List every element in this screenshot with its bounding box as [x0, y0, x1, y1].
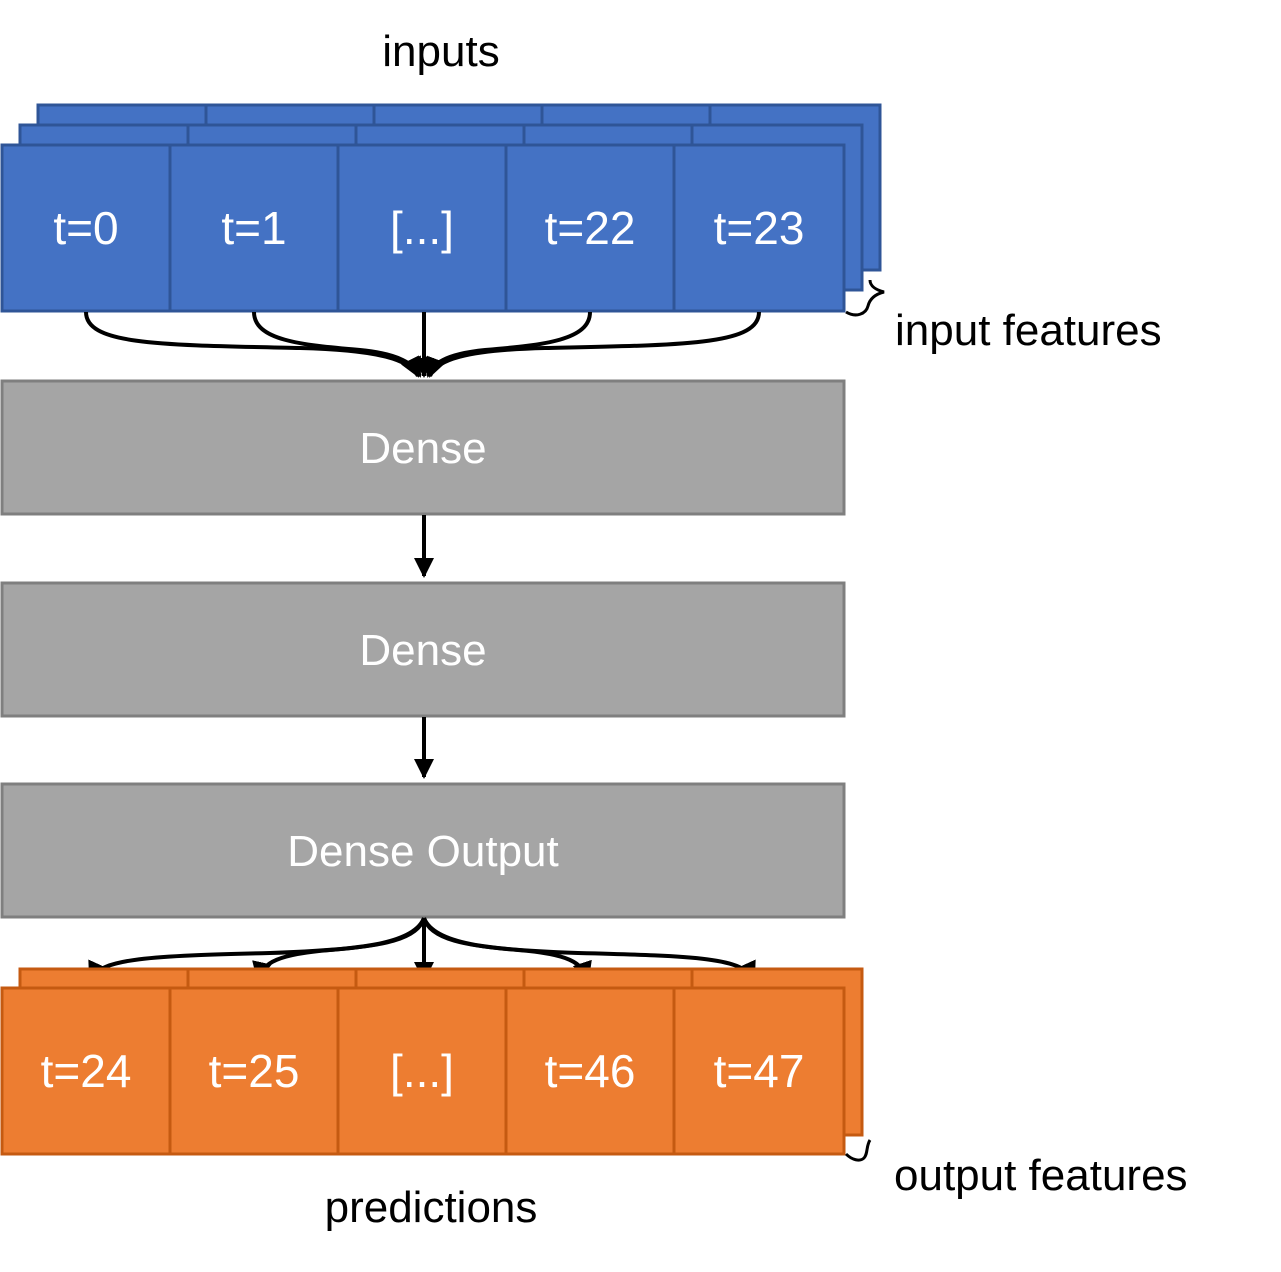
output-features-brace: [844, 1139, 872, 1162]
dense-layer-1: Dense: [0, 379, 846, 516]
input-cell: t=1: [168, 143, 340, 313]
input-cell: t=23: [672, 143, 846, 313]
dense-layer-1-label: Dense: [359, 424, 486, 473]
input-features-label: input features: [895, 306, 1162, 355]
dense-layer-2: Dense: [0, 581, 846, 718]
dense-output-layer: Dense Output: [0, 782, 846, 919]
output-cell-label: t=25: [209, 1045, 300, 1097]
output-cell: t=47: [672, 986, 846, 1156]
input-features-brace: [845, 279, 885, 317]
output-cell: [...]: [336, 986, 508, 1156]
input-cell: t=22: [504, 143, 676, 313]
input-cell-label: t=23: [714, 202, 805, 254]
input-row: t=0 t=1 [...] t=22 t=23: [0, 143, 846, 313]
output-features-label: output features: [894, 1151, 1188, 1200]
input-cell: t=0: [0, 143, 172, 313]
input-cell-label: t=22: [545, 202, 636, 254]
predictions-title: predictions: [325, 1183, 538, 1232]
output-cell-label: t=24: [41, 1045, 132, 1097]
input-to-dense-arrows: [84, 311, 761, 378]
input-cell-label: t=1: [221, 202, 286, 254]
dense-output-layer-label: Dense Output: [287, 827, 559, 876]
dense-layer-2-label: Dense: [359, 626, 486, 675]
input-cell-label: t=0: [53, 202, 118, 254]
output-cell: t=46: [504, 986, 676, 1156]
output-cell: t=24: [0, 986, 172, 1156]
output-to-predictions-arrows: [88, 917, 756, 982]
inputs-title: inputs: [382, 27, 499, 76]
input-cell-label: [...]: [390, 202, 454, 254]
output-cell: t=25: [168, 986, 340, 1156]
output-cell-label: [...]: [390, 1045, 454, 1097]
output-row: t=24 t=25 [...] t=46 t=47: [0, 986, 846, 1156]
input-cell: [...]: [336, 143, 508, 313]
output-cell-label: t=47: [714, 1045, 805, 1097]
output-cell-label: t=46: [545, 1045, 636, 1097]
